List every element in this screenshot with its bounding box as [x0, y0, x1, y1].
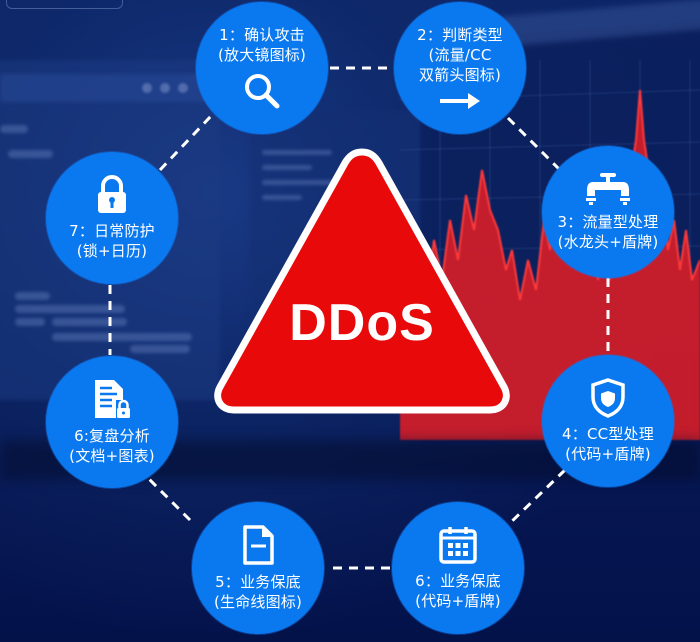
step-title: 6：业务保底 [415, 572, 501, 590]
ddos-label: DDoS [289, 294, 435, 352]
step-volumetric-handling[interactable]: 3：流量型处理 (水龙头+盾牌) [542, 146, 674, 278]
step-title: 6:复盘分析 [74, 427, 150, 445]
step-subtitle: (放大镜图标) [217, 46, 307, 64]
background-line [262, 195, 302, 200]
background-line [130, 345, 190, 353]
background-line [8, 150, 53, 158]
document-icon [243, 525, 274, 565]
step-subtitle: (锁+日历) [76, 242, 148, 260]
step-subtitle: (文档+图表) [69, 447, 155, 465]
step-title: 7：日常防护 [69, 222, 155, 240]
step-daily-protection[interactable]: 7：日常防护 (锁+日历) [46, 152, 178, 284]
step-title: 1：确认攻击 [219, 26, 305, 44]
background-topbar [0, 74, 210, 102]
step-title: 4：CC型处理 [562, 425, 654, 443]
shield-icon [591, 378, 625, 418]
arrow-right-icon [440, 93, 480, 109]
step-subtitle: (代码+盾牌) [565, 445, 651, 463]
step-subtitle: (流量/CC [428, 46, 492, 64]
background-frame [6, 0, 123, 9]
step-subtitle: (生命线图标) [213, 593, 303, 611]
background-line [15, 292, 50, 300]
background-dot [160, 83, 170, 93]
background-line [52, 333, 192, 341]
faucet-icon [586, 173, 630, 205]
step-title: 3：流量型处理 [557, 213, 659, 231]
step-title: 5：业务保底 [215, 573, 301, 591]
warning-triangle-icon [214, 148, 510, 414]
step-business-continuity-lifeline[interactable]: 5：业务保底 (生命线图标) [192, 502, 324, 634]
step-subtitle-2: 双箭头图标) [418, 66, 502, 84]
background-dot [142, 83, 152, 93]
background-line [262, 150, 332, 155]
step-subtitle: (代码+盾牌) [415, 592, 501, 610]
step-confirm-attack[interactable]: 1：确认攻击 (放大镜图标) [196, 2, 328, 134]
background-line [0, 125, 28, 133]
step-title: 2：判断类型 [417, 26, 503, 44]
background-line [52, 318, 127, 326]
calendar-icon [439, 527, 477, 564]
step-determine-type[interactable]: 2：判断类型 (流量/CC 双箭头图标) [394, 2, 526, 134]
background-dot [178, 83, 188, 93]
step-business-continuity-code[interactable]: 6：业务保底 (代码+盾牌) [392, 502, 524, 634]
background-line [262, 180, 352, 185]
background-line [15, 318, 45, 326]
magnifier-icon [245, 74, 280, 109]
background-line [15, 305, 125, 313]
lock-icon [98, 175, 126, 213]
background-line [262, 165, 312, 170]
document-lock-icon [95, 380, 130, 418]
step-cc-handling[interactable]: 4：CC型处理 (代码+盾牌) [542, 355, 674, 487]
step-subtitle: (水龙头+盾牌) [557, 233, 659, 251]
step-review-analysis[interactable]: 6:复盘分析 (文档+图表) [46, 356, 178, 488]
